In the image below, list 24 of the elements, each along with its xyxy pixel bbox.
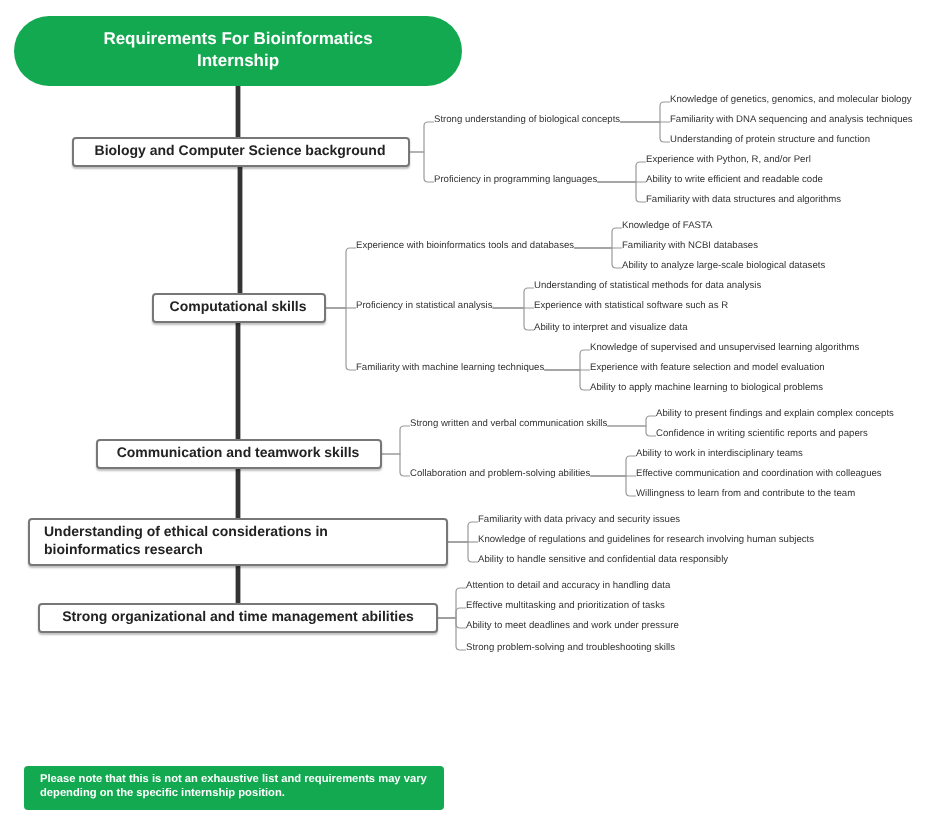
trunk-line (235, 469, 241, 518)
connector-line (437, 617, 467, 651)
connector-line (491, 307, 535, 331)
connector-line (380, 453, 411, 477)
note-box (24, 766, 444, 810)
trunk-line (237, 167, 243, 293)
trunk-line (235, 566, 241, 603)
connector-line (408, 151, 435, 183)
connector-line (619, 121, 671, 143)
title-pill (14, 15, 462, 85)
connector-line (573, 247, 623, 269)
category-box (38, 603, 438, 633)
trunk-line (235, 85, 241, 137)
connector-line (447, 541, 479, 563)
connector-line (543, 369, 591, 391)
connector-line (596, 181, 647, 203)
category-box (95, 439, 381, 469)
category-box (28, 518, 448, 566)
category-box (71, 137, 409, 167)
connector-line (589, 475, 637, 497)
category-box (151, 293, 325, 323)
trunk-line (235, 323, 241, 439)
title-text: Requirements For Bioinformatics Internship (101, 28, 375, 72)
connector-line (606, 425, 657, 437)
